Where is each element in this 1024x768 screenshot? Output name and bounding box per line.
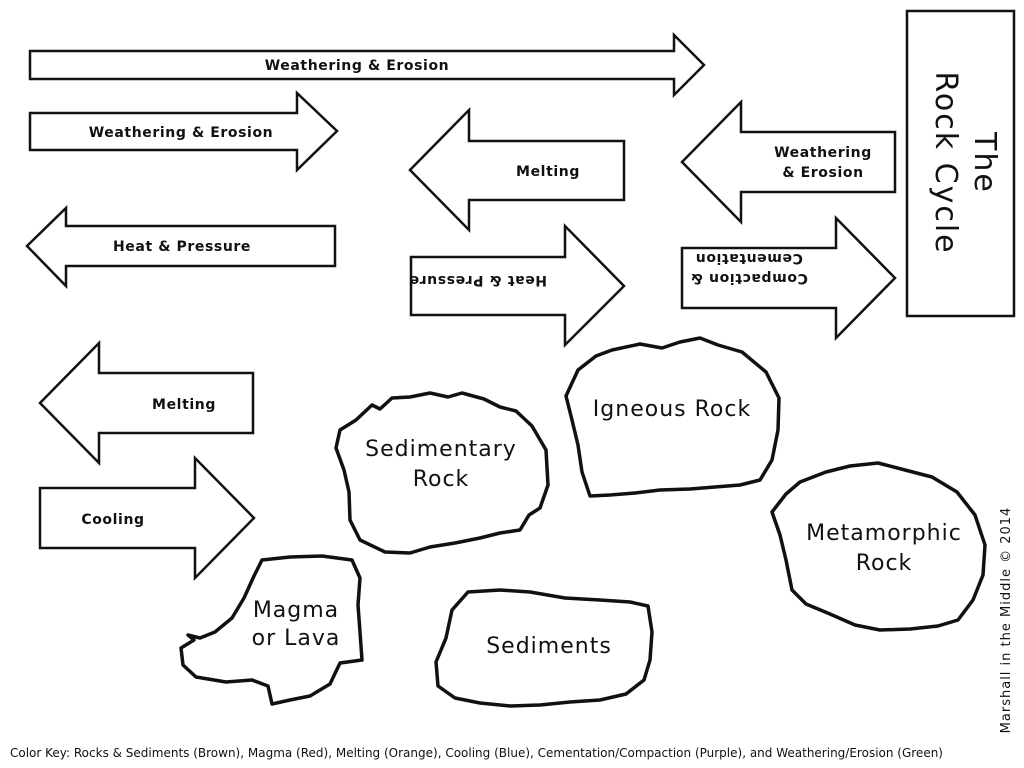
left-arrow-shape xyxy=(25,205,337,290)
right-arrow-shape xyxy=(409,222,626,349)
rock-label-line-2: Rock xyxy=(413,467,470,492)
left-arrow-shape xyxy=(408,106,626,234)
arrow-label: Melting xyxy=(516,164,580,180)
rock-label-line-1: Sediments xyxy=(486,634,612,659)
left-arrow-shape xyxy=(38,339,255,467)
rock-sedimentary[interactable]: Sedimentary Rock xyxy=(334,391,550,555)
title-box: The Rock Cycle xyxy=(905,9,1016,318)
right-arrow-shape xyxy=(28,90,339,173)
arrow-label: Weathering & Erosion xyxy=(89,125,274,141)
arrow-label: Weathering & Erosion xyxy=(265,58,450,74)
rock-metamorphic[interactable]: Metamorphic Rock xyxy=(770,461,987,632)
rock-outline xyxy=(564,336,781,498)
rock-label-line-1: Igneous Rock xyxy=(593,397,751,422)
arrow-label-upside-down: Heat & Pressure xyxy=(409,272,547,288)
arrow-melting-center[interactable]: Melting xyxy=(408,106,626,234)
arrow-label: Heat & Pressure xyxy=(113,239,251,255)
rock-label-line-1: Magma xyxy=(253,598,339,623)
arrow-cooling[interactable]: Cooling xyxy=(38,454,256,582)
rock-sediments[interactable]: Sediments xyxy=(434,588,654,708)
right-arrow-shape xyxy=(680,214,897,342)
right-arrow-shape xyxy=(28,31,706,99)
title-line-2: Rock Cycle xyxy=(928,71,963,254)
arrow-heat-pressure-flipped[interactable]: Heat & Pressure xyxy=(409,222,626,349)
arrow-label-line-2: & Erosion xyxy=(782,165,863,181)
color-key-text: Color Key: Rocks & Sediments (Brown), Ma… xyxy=(10,746,943,760)
arrow-heat-pressure-left[interactable]: Heat & Pressure xyxy=(25,205,337,290)
title-line-1: The xyxy=(967,131,1002,194)
title-frame xyxy=(905,9,1016,318)
rock-label-line-2: Rock xyxy=(856,551,913,576)
arrow-weathering-erosion-long[interactable]: Weathering & Erosion xyxy=(28,31,706,99)
rock-label-line-2: or Lava xyxy=(252,626,341,651)
right-arrow-shape xyxy=(38,454,256,582)
rock-outline xyxy=(770,461,987,632)
rock-label-line-1: Sedimentary xyxy=(365,437,517,462)
arrow-label-upside-down-line-1: Compaction & xyxy=(690,270,808,286)
rock-magma[interactable]: Magma or Lava xyxy=(179,554,364,706)
credit-text: Marshall in the Middle © 2014 xyxy=(999,507,1014,734)
left-arrow-shape xyxy=(680,98,897,226)
arrow-label: Cooling xyxy=(81,512,144,528)
arrow-label-upside-down-line-2: Cementation xyxy=(695,250,803,266)
rock-outline xyxy=(434,588,654,708)
rock-label-line-1: Metamorphic xyxy=(806,521,962,546)
arrow-compaction-cementation-flipped[interactable]: Compaction & Cementation xyxy=(680,214,897,342)
arrow-label: Melting xyxy=(152,397,216,413)
arrow-label-line-1: Weathering xyxy=(774,145,872,161)
rock-outline xyxy=(334,391,550,555)
rock-igneous[interactable]: Igneous Rock xyxy=(564,336,781,498)
arrow-melting-left[interactable]: Melting xyxy=(38,339,255,467)
arrow-weathering-erosion-right[interactable]: Weathering & Erosion xyxy=(680,98,897,226)
rock-outline xyxy=(179,554,364,706)
arrow-weathering-erosion-mid[interactable]: Weathering & Erosion xyxy=(28,90,339,173)
